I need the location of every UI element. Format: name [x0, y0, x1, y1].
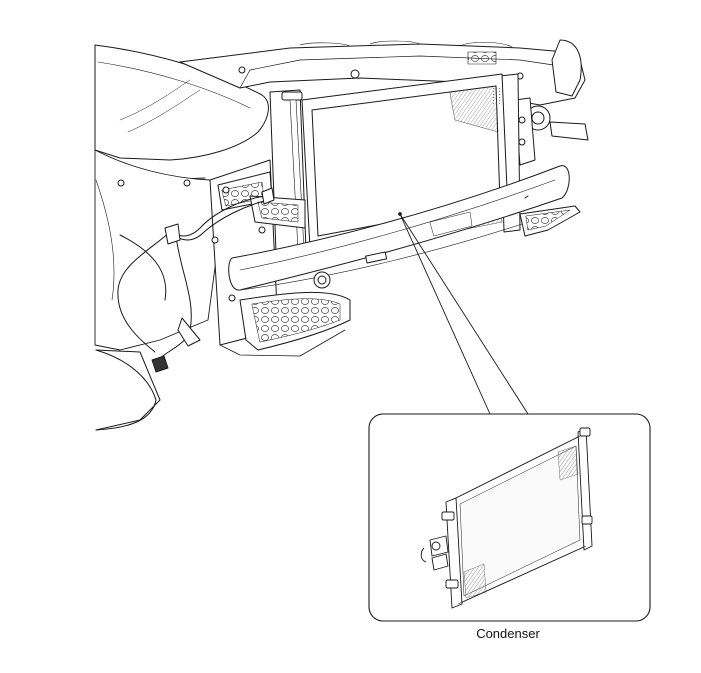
lower-grille-right	[519, 205, 581, 237]
condenser-caption: Condenser	[476, 626, 540, 641]
lower-grille-left	[239, 291, 351, 351]
right-mount-bracket	[514, 39, 589, 166]
condenser-part-drawing	[420, 427, 593, 609]
left-fender-area	[94, 149, 221, 431]
lower-splash-shield	[95, 329, 346, 431]
wiring-harness	[117, 187, 275, 373]
condenser-detail-box	[368, 413, 651, 622]
vehicle-front-end-illustration	[94, 39, 589, 431]
left-bracket-honeycomb	[211, 171, 306, 302]
front-bumper-beam	[228, 165, 570, 291]
leader-lines	[398, 212, 529, 415]
